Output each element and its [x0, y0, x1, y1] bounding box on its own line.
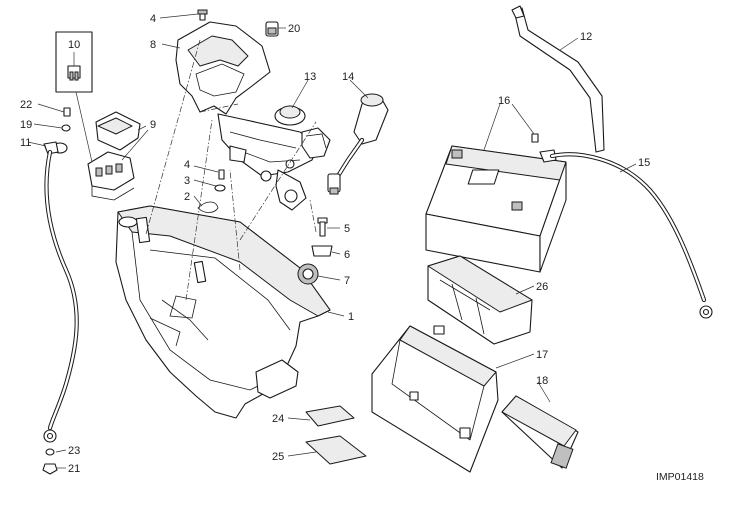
callout-1: 1 — [348, 311, 354, 323]
part-battery-16 — [425, 133, 567, 273]
part-socket-14 — [327, 93, 389, 195]
part-ground-cable-11 — [42, 141, 79, 475]
callout-19: 19 — [20, 119, 32, 131]
part-relay-cover-9 — [95, 111, 141, 151]
part-screw-5-6-7 — [297, 217, 333, 285]
callout-16: 16 — [498, 95, 510, 107]
part-battery-support-26 — [427, 255, 533, 345]
callout-25: 25 — [272, 451, 284, 463]
part-battery-tray — [115, 205, 331, 419]
callout-24: 24 — [272, 413, 284, 425]
callout-13: 13 — [304, 71, 316, 83]
part-battery-cable-15 — [549, 152, 713, 319]
callout-3: 3 — [184, 175, 190, 187]
callout-10: 10 — [68, 39, 80, 51]
callout-9: 9 — [150, 119, 156, 131]
callout-labels: 4 8 20 13 14 10 9 22 19 11 4 3 2 5 6 7 1… — [20, 13, 650, 475]
alignment-lines — [145, 39, 317, 301]
part-pads-24-25 — [305, 405, 367, 465]
callout-12: 12 — [580, 31, 592, 43]
callout-6: 6 — [344, 249, 350, 261]
callout-7: 7 — [344, 275, 350, 287]
callout-18: 18 — [536, 375, 548, 387]
part-connector-20 — [265, 21, 279, 37]
callout-22: 22 — [20, 99, 32, 111]
part-fuse-box — [87, 151, 135, 201]
part-control-unit-18 — [501, 395, 579, 469]
part-grommet-13 — [274, 105, 331, 159]
part-clip-2-3-4 — [197, 169, 226, 213]
callout-2: 2 — [184, 191, 190, 203]
part-bracket-frame — [175, 21, 319, 211]
callout-23: 23 — [68, 445, 80, 457]
leader-lines — [27, 13, 637, 469]
callout-21: 21 — [68, 463, 80, 475]
callout-5: 5 — [344, 223, 350, 235]
callout-14: 14 — [342, 71, 354, 83]
part-strap-12 — [511, 5, 605, 153]
callout-11: 11 — [20, 137, 31, 149]
callout-15: 15 — [638, 157, 650, 169]
callout-26: 26 — [536, 281, 548, 293]
callout-20: 20 — [288, 23, 300, 35]
part-battery-box-17 — [371, 325, 499, 473]
callout-8: 8 — [150, 39, 156, 51]
callout-17: 17 — [536, 349, 548, 361]
part-screw-top — [197, 9, 208, 21]
callout-4-mid: 4 — [184, 159, 190, 171]
reference-code: IMP01418 — [656, 471, 704, 483]
callout-4-top: 4 — [150, 13, 156, 25]
